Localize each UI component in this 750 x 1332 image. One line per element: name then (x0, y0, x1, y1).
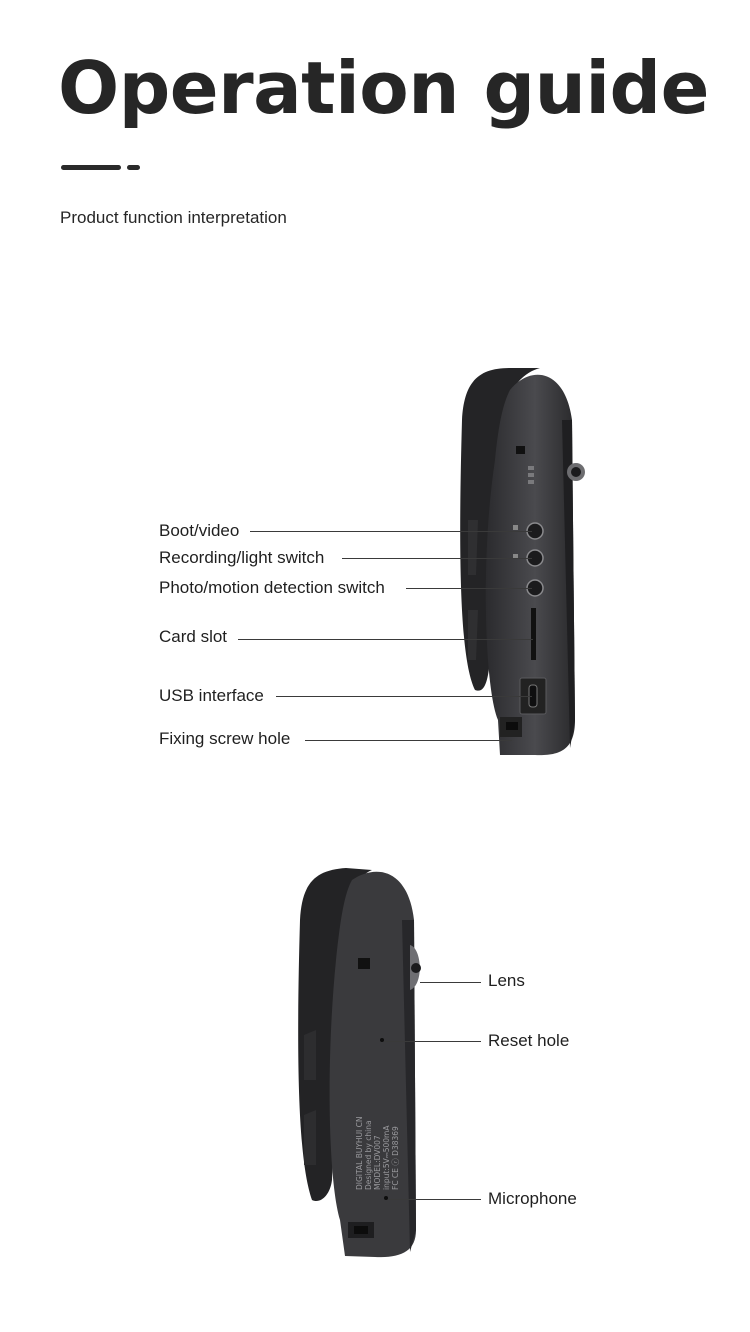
label-boot-video: Boot/video (159, 521, 240, 540)
label-screw-hole: Fixing screw hole (159, 729, 291, 748)
leader-card-slot (238, 639, 533, 640)
title-underline-short (127, 165, 140, 170)
page-title: Operation guide (58, 46, 709, 130)
camera-side-view: DIGITAL BUYHUI CN Designed by china MODE… (298, 868, 421, 1258)
camera-front-view (460, 368, 585, 756)
device-print-line5: FC CE ⓡ D38369 (391, 1126, 400, 1190)
device-print-line4: input:5V⎓500mA (382, 1125, 391, 1190)
leader-photo-switch (406, 588, 532, 589)
label-lens: Lens (488, 971, 525, 990)
label-recording-switch: Recording/light switch (159, 548, 325, 567)
label-microphone: Microphone (488, 1189, 577, 1208)
page-subtitle: Product function interpretation (60, 208, 287, 227)
label-card-slot: Card slot (159, 627, 228, 646)
leader-microphone (388, 1199, 481, 1200)
device-print-line2: Designed by china (364, 1120, 373, 1190)
device-print-line3: MODEL:DV007 (373, 1135, 382, 1190)
leader-lens (420, 982, 481, 983)
label-usb-interface: USB interface (159, 686, 264, 705)
leader-reset-hole (384, 1041, 481, 1042)
leader-boot-video (250, 531, 532, 532)
leader-recording-switch (342, 558, 532, 559)
leader-usb-interface (276, 696, 532, 697)
device-print-line1: DIGITAL BUYHUI CN (355, 1117, 364, 1191)
label-photo-switch: Photo/motion detection switch (159, 578, 385, 597)
title-underline-long (61, 165, 121, 170)
leader-screw-hole (305, 740, 512, 741)
label-reset-hole: Reset hole (488, 1031, 570, 1050)
